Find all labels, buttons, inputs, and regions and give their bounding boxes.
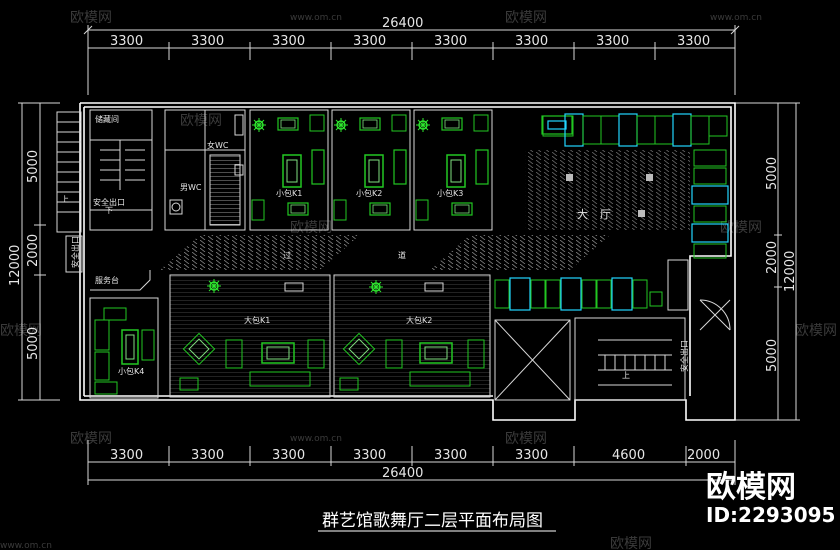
room-label-small-k2: 小包K2 xyxy=(356,188,382,198)
dimension-label: 3300 xyxy=(434,34,467,49)
top-total-dimension: 26400 xyxy=(382,16,423,31)
bottom-dimension-lines xyxy=(87,440,736,485)
dimension-label: 12000 xyxy=(783,251,798,292)
top-segment-dimensions: 3300 3300 3300 3300 3300 3300 3300 3300 xyxy=(110,34,710,49)
watermark-brand: 欧模网 xyxy=(70,10,112,26)
dimension-label: 5000 xyxy=(26,327,41,360)
dimension-label: 3300 xyxy=(515,448,548,463)
dimension-label: 12000 xyxy=(8,245,23,286)
left-dimension-labels: 12000 5000 2000 5000 xyxy=(8,150,41,360)
dimension-label: 3300 xyxy=(110,34,143,49)
dimension-label: 3300 xyxy=(434,448,467,463)
dimension-label: 3300 xyxy=(272,34,305,49)
corridor-label-a: 过 xyxy=(283,250,291,260)
watermark-url: www.om.cn xyxy=(710,13,762,23)
bottom-total-dimension: 26400 xyxy=(382,466,423,481)
room-small-k4 xyxy=(89,297,159,399)
hall-booths-right xyxy=(691,149,729,259)
watermark-layer: 欧模网 www.om.cn 欧模网 www.om.cn 欧模网 欧模网 欧模网 … xyxy=(0,10,837,550)
left-dimension-lines xyxy=(18,102,60,401)
watermark-brand: 欧模网 xyxy=(505,431,547,447)
room-label-small-k3: 小包K3 xyxy=(437,188,463,198)
right-dimension-labels: 5000 2000 5000 12000 xyxy=(765,157,798,372)
storage-and-stair xyxy=(89,109,153,231)
watermark-brand: 欧模网 xyxy=(610,536,652,550)
service-desk-label: 服务台 xyxy=(95,275,119,285)
drawing-title: 群艺馆歌舞厅二层平面布局图 xyxy=(322,511,543,531)
room-small-k3 xyxy=(413,109,493,231)
service-desk xyxy=(90,270,151,291)
dimension-label: 3300 xyxy=(191,34,224,49)
male-wc-label: 男WC xyxy=(180,183,202,192)
right-staircase xyxy=(574,317,686,401)
watermark-brand: 欧模网 xyxy=(795,323,837,339)
dimension-label: 4600 xyxy=(612,448,645,463)
watermark-brand: 欧模网 xyxy=(505,10,547,26)
watermark-url: www.om.cn xyxy=(290,13,342,23)
watermark-brand: 欧模网 xyxy=(0,323,42,339)
dimension-label: 2000 xyxy=(26,234,41,267)
hall-booths-middle xyxy=(494,277,663,311)
dimension-label: 2000 xyxy=(765,241,780,274)
watermark-url: www.om.cn xyxy=(290,434,342,444)
room-small-k2 xyxy=(331,109,411,231)
dimension-label: 5000 xyxy=(26,150,41,183)
restroom-block xyxy=(164,109,246,231)
room-large-k2 xyxy=(333,274,491,398)
dimension-label: 2000 xyxy=(687,448,720,463)
safety-exit-inner-label: 安全出口 xyxy=(93,197,125,207)
watermark-url: www.om.cn xyxy=(0,541,52,550)
dimension-label: 3300 xyxy=(677,34,710,49)
room-large-k1 xyxy=(169,274,331,398)
hall-label-a: 大 xyxy=(577,207,588,221)
watermark-brand: 欧模网 xyxy=(180,113,222,129)
dimension-label: 3300 xyxy=(110,448,143,463)
dimension-label: 5000 xyxy=(765,157,780,190)
stair-up-label: 上 xyxy=(61,195,69,204)
dimension-label: 3300 xyxy=(272,448,305,463)
stair-down-label: 下 xyxy=(105,206,113,215)
room-label-small-k4: 小包K4 xyxy=(118,366,144,376)
main-hall xyxy=(525,150,690,230)
room-label-small-k1: 小包K1 xyxy=(276,188,302,198)
dimension-label: 3300 xyxy=(353,34,386,49)
stair-up-right-label: 上 xyxy=(622,371,630,380)
right-door-area xyxy=(667,259,731,331)
safety-exit-left-label: 安全出口 xyxy=(70,236,80,268)
left-staircase xyxy=(56,111,82,233)
brand-id: ID:2293095 xyxy=(706,503,835,527)
dimension-label: 5000 xyxy=(765,339,780,372)
dimension-label: 3300 xyxy=(191,448,224,463)
hall-label-b: 厅 xyxy=(600,208,611,221)
left-exit-box xyxy=(65,235,83,273)
storage-room-label: 储藏间 xyxy=(95,114,119,124)
right-dimension-lines xyxy=(735,102,800,421)
dimension-label: 3300 xyxy=(353,448,386,463)
brand-logo-text: 欧模网 xyxy=(706,470,796,505)
bottom-segment-dimensions: 3300 3300 3300 3300 3300 3300 4600 2000 xyxy=(110,448,720,463)
safety-exit-right-label: 安全出口 xyxy=(679,340,689,372)
room-small-k1 xyxy=(249,109,329,231)
room-label-large-k2: 大包K2 xyxy=(406,315,432,325)
room-label-large-k1: 大包K1 xyxy=(244,315,270,325)
watermark-brand: 欧模网 xyxy=(70,431,112,447)
top-dimension-lines xyxy=(83,25,740,95)
corridor-floor-hatch xyxy=(160,235,610,270)
watermark-brand: 欧模网 xyxy=(290,220,332,236)
hall-booths-top xyxy=(541,113,728,147)
dimension-label: 3300 xyxy=(596,34,629,49)
female-wc-label: 女WC xyxy=(207,140,229,150)
dimension-label: 3300 xyxy=(515,34,548,49)
corridor-label-b: 道 xyxy=(398,250,406,260)
void-shaft xyxy=(494,319,571,401)
